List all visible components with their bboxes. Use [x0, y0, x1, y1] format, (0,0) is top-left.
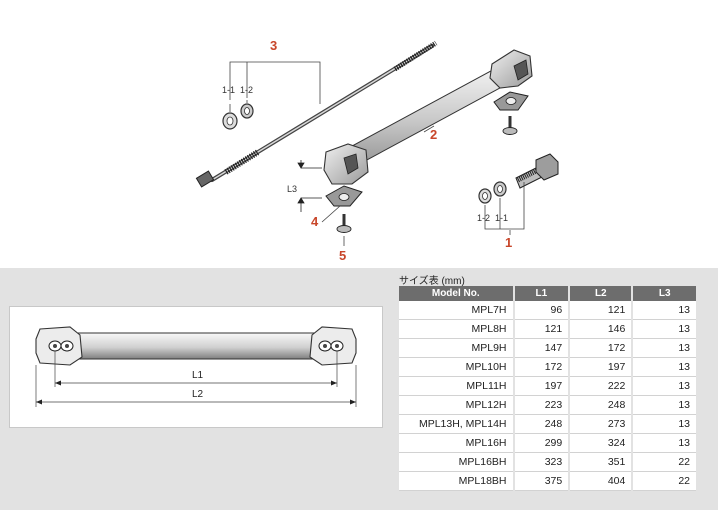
cell-l2: 324 [569, 433, 634, 453]
cell-model: MPL8H [399, 319, 515, 339]
cell-l1: 147 [513, 338, 571, 358]
cell-l1: 197 [513, 376, 571, 396]
size-table-header: Model No. L1 L2 L3 [399, 286, 696, 301]
cell-l1: 299 [513, 433, 571, 453]
leader-lines-part3 [229, 61, 321, 112]
cell-l3: 13 [632, 395, 696, 415]
dimension-drawing [35, 326, 357, 407]
callout-part-5: 5 [339, 248, 347, 263]
label-1-1-top: 1-1 [222, 85, 236, 95]
header-model-no: Model No. [399, 286, 515, 301]
header-l2: L2 [569, 286, 634, 301]
cell-l3: 13 [632, 414, 696, 434]
cell-l3: 13 [632, 357, 696, 377]
exploded-view-drawing [195, 40, 559, 246]
cell-l2: 248 [569, 395, 634, 415]
label-1-2-top: 1-2 [240, 85, 254, 95]
cell-model: MPL16BH [399, 452, 515, 472]
cell-model: MPL12H [399, 395, 515, 415]
header-l3: L3 [632, 286, 696, 301]
callout-part-3: 3 [270, 38, 278, 53]
washer-1-2-bottom [478, 188, 492, 204]
cell-model: MPL13H, MPL14H [399, 414, 515, 434]
cell-l3: 13 [632, 319, 696, 339]
leader-lines-part1 [484, 182, 525, 230]
cell-l2: 351 [569, 452, 634, 472]
cell-l1: 248 [513, 414, 571, 434]
cell-l1: 172 [513, 357, 571, 377]
main-tube [323, 49, 533, 185]
cell-l1: 323 [513, 452, 571, 472]
cell-l3: 13 [632, 376, 696, 396]
cell-l2: 146 [569, 319, 634, 339]
cell-l1: 121 [513, 319, 571, 339]
cell-l2: 404 [569, 471, 634, 491]
washer-1-2-top [240, 103, 254, 119]
cell-l3: 22 [632, 452, 696, 472]
callout-part-1: 1 [505, 235, 513, 250]
dimension-label-l2: L2 [192, 389, 204, 400]
cell-model: MPL16H [399, 433, 515, 453]
cell-l2: 197 [569, 357, 634, 377]
cell-l3: 22 [632, 471, 696, 491]
cell-model: MPL10H [399, 357, 515, 377]
callout-part-4: 4 [311, 214, 319, 229]
washer-1-1-top [222, 112, 238, 130]
dimension-label-l1: L1 [192, 370, 204, 381]
cell-l2: 172 [569, 338, 634, 358]
cell-l3: 13 [632, 301, 696, 320]
cell-model: MPL18BH [399, 471, 515, 491]
cell-model: MPL9H [399, 338, 515, 358]
callout-part-2: 2 [430, 127, 438, 142]
dimension-diagram-panel: L1 L2 [9, 306, 383, 428]
hex-bolt [515, 153, 559, 189]
size-table-caption: サイズ表 (mm) [399, 276, 465, 287]
cell-model: MPL11H [399, 376, 515, 396]
cell-l2: 121 [569, 301, 634, 320]
screw-right [502, 116, 518, 135]
cell-l1: 96 [513, 301, 571, 320]
label-l3: L3 [287, 184, 298, 194]
cell-l3: 13 [632, 433, 696, 453]
cell-l3: 13 [632, 338, 696, 358]
cell-l2: 222 [569, 376, 634, 396]
l3-dimension-marks [297, 160, 322, 212]
nut-plate-right [493, 91, 529, 111]
nut-plate-left [325, 185, 363, 207]
label-1-1-bottom: 1-1 [495, 213, 509, 223]
screw-left [336, 214, 352, 233]
threaded-rod [195, 40, 438, 188]
header-l1: L1 [513, 286, 571, 301]
cell-model: MPL7H [399, 301, 515, 320]
cell-l1: 375 [513, 471, 571, 491]
cell-l1: 223 [513, 395, 571, 415]
cell-l2: 273 [569, 414, 634, 434]
label-1-2-bottom: 1-2 [477, 213, 491, 223]
washer-1-1-bottom [493, 181, 507, 197]
